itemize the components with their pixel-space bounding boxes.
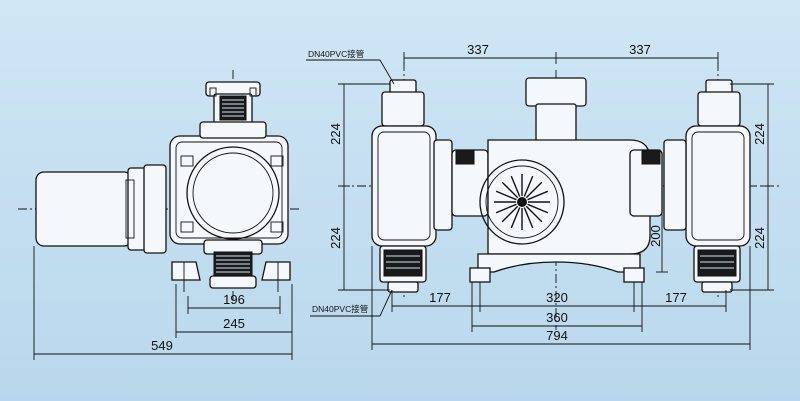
impeller-spoke	[510, 175, 521, 197]
impeller-spoke	[501, 205, 519, 223]
impeller-spoke	[495, 190, 517, 201]
dim-196-label: 196	[223, 292, 245, 307]
dim-top-337: 337 337	[403, 42, 719, 64]
impeller-graphic	[494, 174, 550, 230]
dim-bottom-row1: 177 320 177	[391, 282, 727, 312]
top-valve	[199, 81, 267, 139]
dim-bottom-177-right-label: 177	[665, 290, 687, 305]
dim-bottom-177-left-label: 177	[429, 290, 451, 305]
callout-bottom-label: DN40PVC接管	[312, 304, 368, 314]
dim-top-337-right-label: 337	[629, 42, 651, 57]
dim-bottom-360: 360	[471, 282, 643, 332]
impeller-spoke	[523, 207, 534, 229]
impeller-hub	[517, 197, 527, 207]
dim-549: 549	[33, 246, 293, 360]
center-body	[451, 77, 663, 283]
dim-bottom-320-label: 320	[546, 290, 568, 305]
impeller-spoke	[525, 205, 543, 223]
dim-right-224: 224 224	[730, 83, 774, 291]
dim-right-upper-label: 224	[752, 123, 767, 145]
dim-200-label: 200	[648, 225, 663, 247]
dim-right-lower-label: 224	[752, 227, 767, 249]
housing	[169, 135, 289, 245]
impeller-spoke	[510, 207, 521, 229]
impeller-spoke	[495, 203, 517, 214]
dim-left-upper-label: 224	[328, 123, 343, 145]
dim-196: 196	[187, 292, 281, 314]
front-view: DN40PVC接管 DN40PVC接管 337 337 224 224	[306, 42, 780, 350]
bottom-valve	[203, 239, 263, 289]
motor	[35, 164, 167, 254]
callout-top-label: DN40PVC接管	[308, 49, 364, 59]
impeller-spoke	[523, 175, 534, 197]
dim-549-label: 549	[151, 338, 173, 353]
dim-245-label: 245	[223, 316, 245, 331]
callout-top: DN40PVC接管	[306, 49, 395, 85]
impeller-spoke	[527, 190, 549, 201]
base-feet	[171, 261, 291, 292]
dim-left-lower-label: 224	[328, 227, 343, 249]
dim-bottom-794: 794	[371, 246, 751, 350]
impeller-spoke	[527, 203, 549, 214]
callout-bottom: DN40PVC接管	[310, 289, 393, 317]
dim-top-337-left-label: 337	[467, 42, 489, 57]
left-pump-head	[371, 79, 453, 293]
right-pump-head	[663, 79, 751, 293]
impeller-spoke	[525, 181, 543, 199]
dim-200: 200	[648, 186, 668, 273]
dim-245: 245	[175, 284, 293, 338]
dim-bottom-360-label: 360	[546, 310, 568, 325]
dim-left-224: 224 224	[328, 83, 390, 291]
dim-bottom-794-label: 794	[546, 328, 568, 343]
side-view: 196 245 549	[18, 70, 300, 360]
impeller-spoke	[501, 181, 519, 199]
